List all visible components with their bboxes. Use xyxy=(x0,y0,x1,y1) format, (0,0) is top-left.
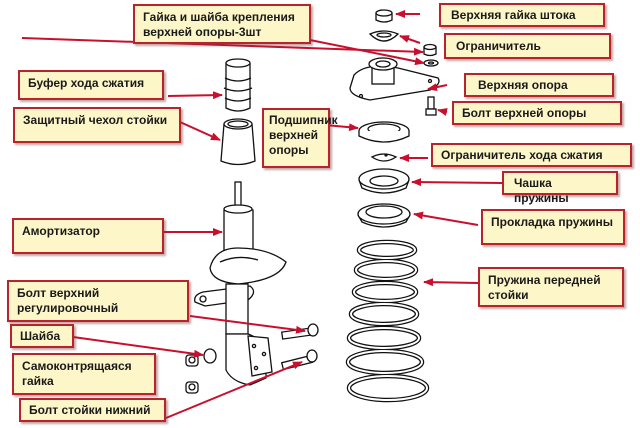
label-self-locking-nut: Самоконтрящаяся гайка xyxy=(12,353,156,395)
compression-stop-icon xyxy=(370,153,398,162)
label-top-mount-bolt: Болт верхней опоры xyxy=(452,101,622,125)
limiter-icon xyxy=(368,30,400,42)
label-top-mount-nut-washer: Гайка и шайба крепления верхней опоры-3ш… xyxy=(133,4,311,44)
spring-icon-inner xyxy=(347,241,428,401)
label-rod-top-nut: Верхняя гайка штока xyxy=(439,3,605,27)
label-top-mount: Верхняя опора xyxy=(464,73,614,97)
buffer-icon xyxy=(223,58,253,112)
lower-bolt-icon xyxy=(280,349,318,371)
mount-bolt-icon xyxy=(425,96,437,116)
mount-washer-icon xyxy=(423,59,439,67)
self-locking-nut-icon xyxy=(185,354,199,394)
washer-icon xyxy=(203,348,217,364)
label-limiter: Ограничитель xyxy=(444,33,611,59)
label-spring-cup: Чашка пружины xyxy=(502,171,618,205)
bearing-icon xyxy=(358,121,410,143)
upper-bolt-icon xyxy=(280,323,319,340)
label-washer: Шайба xyxy=(10,324,74,348)
label-protective-boot: Защитный чехол стойки xyxy=(13,107,181,143)
spring-pad-icon xyxy=(357,203,411,228)
label-compression-buffer: Буфер хода сжатия xyxy=(18,70,164,100)
label-top-mount-bearing: Подшипник верхней опоры xyxy=(262,108,338,168)
mount-nut-icon xyxy=(423,43,437,57)
label-shock-absorber: Амортизатор xyxy=(12,218,164,254)
shock-absorber-icon xyxy=(194,181,287,386)
arrow-icon xyxy=(21,10,503,419)
label-spring-pad: Прокладка пружины xyxy=(481,209,625,245)
label-front-strut-spring: Пружина передней стойки xyxy=(478,267,624,307)
boot-icon xyxy=(220,118,256,166)
spring-cup-icon xyxy=(358,168,410,194)
label-upper-adjusting-bolt: Болт верхний регулировочный xyxy=(7,280,189,322)
label-lower-strut-bolt: Болт стойки нижний xyxy=(19,398,166,422)
rod-nut-icon xyxy=(375,9,393,23)
top-mount-icon xyxy=(349,57,440,101)
label-compression-stop: Ограничитель хода сжатия xyxy=(431,143,632,167)
